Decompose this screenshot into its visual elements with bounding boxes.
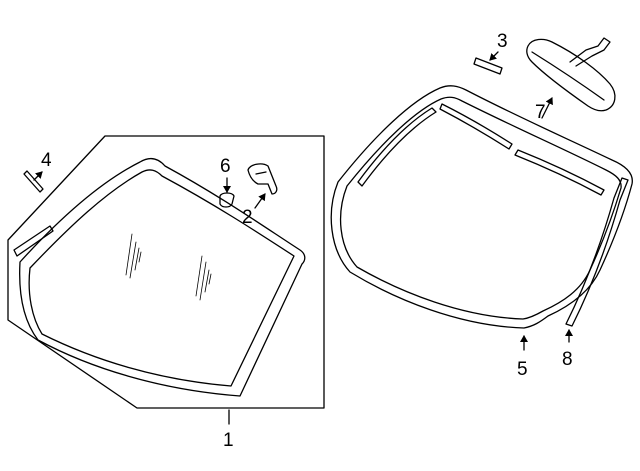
rearview-mirror-part-7: 7	[526, 37, 616, 123]
callout-6: 6	[220, 156, 231, 177]
windshield-moulding-inner	[339, 96, 622, 320]
moulding-channel-right	[514, 149, 605, 196]
strip-part-3: 3	[473, 31, 508, 75]
moulding-channel-left	[357, 107, 437, 187]
windshield-glass-inner-edge	[28, 169, 295, 387]
windshield-glass-group: 1	[7, 135, 325, 451]
moulding-channel-top	[439, 103, 513, 150]
callout-4: 4	[41, 150, 52, 171]
callout-2: 2	[242, 207, 253, 228]
windshield-glass-outline	[19, 157, 306, 397]
windshield-moulding-outer	[330, 85, 633, 329]
callout-3: 3	[497, 31, 508, 52]
callout-8: 8	[562, 349, 573, 370]
clip-part-4: 4	[23, 150, 52, 193]
mirror-bracket-part-2: 2	[242, 163, 278, 228]
callout-5: 5	[517, 359, 528, 380]
windshield-moulding-group: 5	[330, 85, 633, 380]
windshield-glass-panel	[7, 135, 325, 409]
side-moulding-part-8: 8	[562, 177, 629, 370]
callout-1: 1	[223, 430, 234, 451]
sensor-pad-part-6: 6	[219, 156, 235, 208]
glass-reflection-marks	[125, 233, 212, 301]
callout-7: 7	[535, 102, 546, 123]
glass-edge-strip	[13, 225, 54, 257]
